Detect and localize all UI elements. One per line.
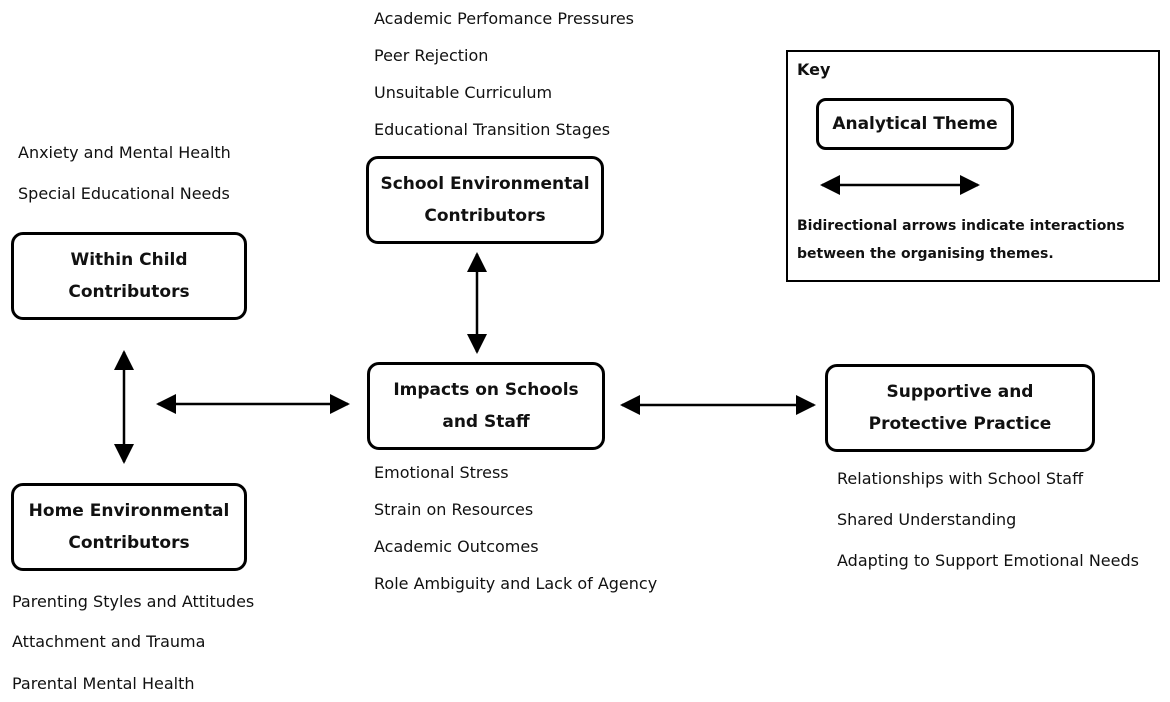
subtheme-parenting-styles: Parenting Styles and Attitudes bbox=[12, 592, 255, 611]
theme-label-line2: Contributors bbox=[424, 206, 546, 226]
theme-label-line1: Within Child bbox=[70, 250, 188, 270]
subtheme-anxiety: Anxiety and Mental Health bbox=[18, 143, 231, 162]
subtheme-sen: Special Educational Needs bbox=[18, 184, 230, 203]
theme-label-line2: Contributors bbox=[68, 533, 190, 553]
subtheme-transition-stages: Educational Transition Stages bbox=[374, 120, 611, 139]
subtheme-emotional-stress: Emotional Stress bbox=[374, 463, 509, 482]
theme-label-line2: and Staff bbox=[442, 412, 530, 432]
key-title: Key bbox=[797, 60, 831, 79]
theme-school-environmental: School Environmental Contributors bbox=[366, 156, 604, 244]
key-description-line1: Bidirectional arrows indicate interactio… bbox=[797, 218, 1125, 234]
theme-supportive-practice: Supportive and Protective Practice bbox=[825, 364, 1095, 452]
key-panel: Key Analytical Theme Bidirectional arrow… bbox=[786, 50, 1160, 282]
theme-within-child: Within Child Contributors bbox=[11, 232, 247, 320]
key-description-line2: between the organising themes. bbox=[797, 246, 1054, 262]
subtheme-adapting-support: Adapting to Support Emotional Needs bbox=[837, 551, 1139, 570]
key-description: Bidirectional arrows indicate interactio… bbox=[797, 212, 1157, 268]
subtheme-academic-pressures: Academic Perfomance Pressures bbox=[374, 9, 635, 28]
subtheme-shared-understanding: Shared Understanding bbox=[837, 510, 1017, 529]
subtheme-academic-outcomes: Academic Outcomes bbox=[374, 537, 539, 556]
theme-label-line2: Contributors bbox=[68, 282, 190, 302]
subtheme-unsuitable-curriculum: Unsuitable Curriculum bbox=[374, 83, 553, 102]
subtheme-strain-resources: Strain on Resources bbox=[374, 500, 534, 519]
theme-label-line1: Home Environmental bbox=[28, 501, 230, 521]
theme-home-environmental: Home Environmental Contributors bbox=[11, 483, 247, 571]
subtheme-attachment-trauma: Attachment and Trauma bbox=[12, 632, 206, 651]
subtheme-parental-mental-health: Parental Mental Health bbox=[12, 674, 195, 693]
theme-impacts: Impacts on Schools and Staff bbox=[367, 362, 605, 450]
theme-label-line1: Impacts on Schools bbox=[393, 380, 579, 400]
theme-label-line1: School Environmental bbox=[380, 174, 590, 194]
subtheme-peer-rejection: Peer Rejection bbox=[374, 46, 489, 65]
subtheme-role-ambiguity: Role Ambiguity and Lack of Agency bbox=[374, 574, 658, 593]
key-example-theme: Analytical Theme bbox=[816, 98, 1014, 150]
key-arrow bbox=[820, 175, 980, 195]
theme-label-line2: Protective Practice bbox=[868, 414, 1052, 434]
theme-label-line1: Supportive and bbox=[886, 382, 1034, 402]
subtheme-relationships: Relationships with School Staff bbox=[837, 469, 1084, 488]
